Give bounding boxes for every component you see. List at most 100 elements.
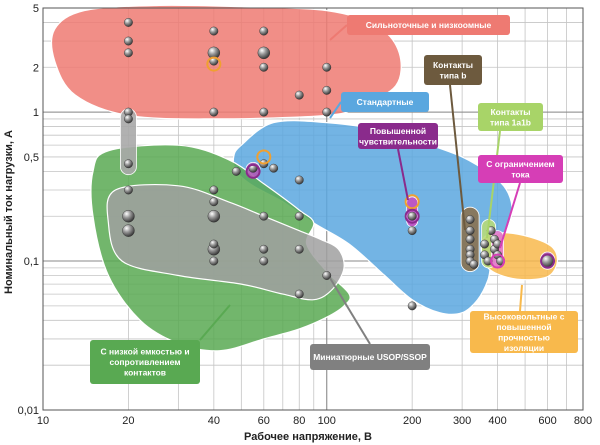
data-point-51 <box>483 256 493 266</box>
label-text-1: Стандартные <box>357 97 414 107</box>
label-text-7: Миниатюрные USOP/SSOP <box>313 352 427 362</box>
x-tick-label-10: 800 <box>574 415 592 427</box>
data-point-40 <box>407 226 417 236</box>
x-tick-label-7: 300 <box>453 415 471 427</box>
data-point-41 <box>407 301 417 311</box>
y-tick-label-4: 2 <box>33 62 39 74</box>
data-point-10 <box>209 107 219 117</box>
data-point-38 <box>294 175 304 185</box>
data-point-14 <box>322 107 332 117</box>
region-3 <box>106 184 345 301</box>
data-point-36 <box>269 163 279 173</box>
leader-line-2 <box>449 84 466 231</box>
label-line: Стандартные <box>357 97 414 107</box>
data-point-2 <box>124 48 133 58</box>
data-point-9 <box>259 107 269 117</box>
highlight-ring-1 <box>256 149 272 165</box>
data-point-19 <box>122 210 135 223</box>
data-point-15 <box>294 90 304 100</box>
label-line: С низкой емкостью и <box>100 347 189 357</box>
highlight-ring-5 <box>490 253 506 269</box>
data-point-44 <box>465 234 475 244</box>
data-point-0 <box>124 18 133 27</box>
label-line: прочностью <box>498 332 550 342</box>
y-tick-label-5: 5 <box>33 3 39 15</box>
data-point-32 <box>322 271 332 280</box>
data-point-16 <box>124 114 133 124</box>
x-tick-label-6: 200 <box>403 415 421 427</box>
data-point-25 <box>209 239 219 249</box>
data-point-43 <box>465 226 475 236</box>
x-tick-label-9: 600 <box>538 415 556 427</box>
data-point-49 <box>480 239 489 249</box>
label-bg-4 <box>358 123 438 149</box>
label-text-0: Сильноточные и низкоомные <box>366 20 492 30</box>
data-point-12 <box>322 62 332 72</box>
label-line: С ограничением <box>486 159 554 169</box>
data-point-33 <box>294 289 304 299</box>
data-point-23 <box>207 210 221 223</box>
label-line: Сильноточные и низкоомные <box>366 20 492 30</box>
data-point-18 <box>124 185 133 195</box>
data-point-17 <box>124 159 133 169</box>
data-point-6 <box>259 26 269 36</box>
data-point-37 <box>231 166 241 176</box>
y-tick-label-0: 0,01 <box>18 405 39 417</box>
data-point-13 <box>322 85 332 95</box>
label-bg-2 <box>424 55 482 85</box>
label-box-7: Миниатюрные USOP/SSOP <box>310 344 430 370</box>
label-bg-5 <box>478 155 563 183</box>
highlight-ring-2 <box>404 194 420 210</box>
leader-line-8 <box>519 284 523 312</box>
x-tick-label-4: 80 <box>293 415 305 427</box>
data-point-29 <box>259 256 269 266</box>
label-line: Повышенной <box>370 126 426 136</box>
data-point-3 <box>209 26 219 36</box>
label-line: изоляции <box>504 343 544 353</box>
label-line: контактов <box>124 368 166 378</box>
data-point-21 <box>209 185 219 195</box>
region-labels: Сильноточные и низкоомныеСтандартныеКонт… <box>90 15 578 384</box>
leader-line-5 <box>499 182 521 249</box>
y-axis-title: Номинальный ток нагрузки, А <box>3 130 15 294</box>
x-tick-label-5: 100 <box>318 415 336 427</box>
highlight-ring-6 <box>540 253 556 269</box>
label-line: повышенной <box>496 322 551 332</box>
data-point-22 <box>209 197 219 207</box>
x-tick-label-3: 60 <box>258 415 270 427</box>
data-point-26 <box>209 256 219 266</box>
leader-lines <box>199 24 523 345</box>
leader-line-3 <box>486 130 501 239</box>
label-line: Миниатюрные USOP/SSOP <box>313 352 427 362</box>
label-bg-0 <box>347 15 510 35</box>
label-line: сопротивлением <box>109 357 180 367</box>
label-bg-8 <box>470 311 578 353</box>
data-point-28 <box>259 244 269 254</box>
region-0 <box>50 4 402 120</box>
y-tick-label-2: 0,5 <box>24 152 39 164</box>
label-line: чувствительности <box>359 136 437 146</box>
label-bg-7 <box>310 344 430 370</box>
x-tick-label-2: 40 <box>208 415 220 427</box>
leader-line-1 <box>329 101 342 119</box>
data-point-42 <box>465 215 475 224</box>
x-tick-label-0: 10 <box>37 415 49 427</box>
data-point-48 <box>469 259 479 269</box>
label-line: типа 1a1b <box>490 117 531 127</box>
label-box-1: Стандартные <box>341 92 429 112</box>
x-axis-title: Рабочее напряжение, В <box>244 431 372 443</box>
x-tick-label-1: 20 <box>122 415 134 427</box>
y-tick-label-3: 1 <box>33 107 39 119</box>
data-point-30 <box>294 211 304 221</box>
data-point-39 <box>407 211 417 221</box>
leader-line-7 <box>329 277 371 345</box>
